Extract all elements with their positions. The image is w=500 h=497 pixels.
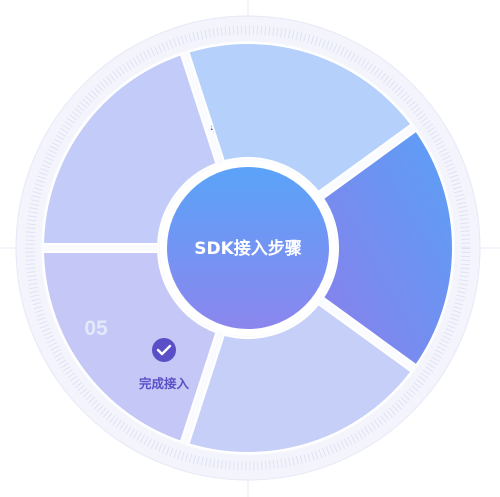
- center-title: SDK接入步骤: [194, 238, 302, 259]
- step-segments: 01 购买游戏盾SDK02 转发规则配置03 下载SDK包04 S接入SDK包0…: [42, 42, 454, 454]
- step-label: 完成接入: [139, 376, 190, 391]
- step-04-segment: [321, 129, 454, 367]
- step-02-segment: [42, 53, 218, 246]
- step-number: 05: [84, 317, 108, 340]
- center-circle: [167, 167, 329, 329]
- step-01-segment: [42, 250, 218, 443]
- check-circle-icon: [152, 338, 176, 362]
- ring-ticks: [25, 25, 471, 471]
- step-03-segment: [187, 42, 413, 194]
- step-05-segment: [187, 302, 413, 454]
- step-05: 05 完成接入: [84, 302, 413, 454]
